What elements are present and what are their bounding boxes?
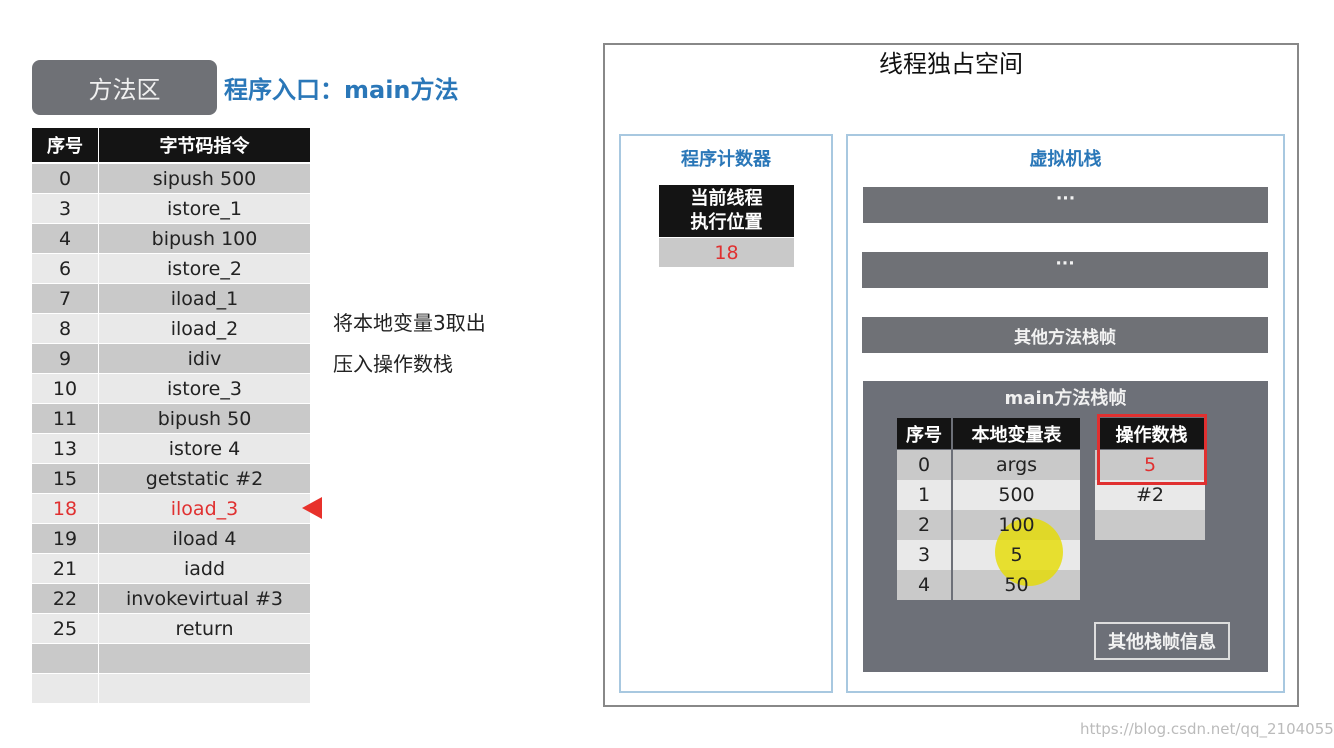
row-index: 4 xyxy=(32,224,98,253)
other-frame-info: 其他栈帧信息 xyxy=(1094,622,1230,660)
stack-frame: ··· xyxy=(863,187,1268,223)
other-method-frame: 其他方法栈帧 xyxy=(862,317,1268,353)
vm-stack-box xyxy=(846,134,1285,693)
step-note: 将本地变量3取出压入操作数栈 xyxy=(333,303,486,385)
main-frame-label: main方法栈帧 xyxy=(1004,388,1127,409)
row-index: 18 xyxy=(32,494,98,523)
row-index: 6 xyxy=(32,254,98,283)
pc-value: 18 xyxy=(659,238,794,267)
row-instruction: bipush 100 xyxy=(99,224,310,253)
row-index xyxy=(32,644,98,673)
local-index: 1 xyxy=(897,480,951,510)
current-instruction-arrow-icon xyxy=(302,497,322,519)
opstack-header: 操作数栈 xyxy=(1098,418,1205,449)
row-index: 22 xyxy=(32,584,98,613)
header-instruction: 字节码指令 xyxy=(99,128,310,162)
row-instruction xyxy=(99,674,310,703)
local-index: 0 xyxy=(897,450,951,480)
note-line: 将本地变量3取出 xyxy=(333,311,486,335)
local-index: 2 xyxy=(897,510,951,540)
local-value: 100 xyxy=(998,514,1035,536)
header-index: 序号 xyxy=(32,128,98,162)
row-instruction: return xyxy=(99,614,310,643)
row-index: 19 xyxy=(32,524,98,553)
row-instruction: iload 4 xyxy=(99,524,310,553)
pc-header: 当前线程执行位置 xyxy=(659,185,794,237)
stack-frame: ··· xyxy=(862,252,1268,288)
row-instruction: iload_1 xyxy=(99,284,310,313)
row-instruction: bipush 50 xyxy=(99,404,310,433)
watermark: https://blog.csdn.net/qq_21040559 xyxy=(1080,720,1334,738)
row-instruction: istore_2 xyxy=(99,254,310,283)
row-instruction: istore 4 xyxy=(99,434,310,463)
local-value-background xyxy=(953,450,1080,480)
row-instruction: getstatic #2 xyxy=(99,464,310,493)
local-value: 500 xyxy=(998,484,1035,506)
row-index: 25 xyxy=(32,614,98,643)
row-index: 11 xyxy=(32,404,98,433)
locals-header-index: 序号 xyxy=(897,418,951,449)
row-index: 8 xyxy=(32,314,98,343)
row-instruction: iadd xyxy=(99,554,310,583)
opstack-slot: 5 xyxy=(1095,450,1205,480)
row-index: 9 xyxy=(32,344,98,373)
row-instruction: idiv xyxy=(99,344,310,373)
row-instruction: istore_3 xyxy=(99,374,310,403)
local-index: 3 xyxy=(897,540,951,570)
row-index: 15 xyxy=(32,464,98,493)
row-index: 3 xyxy=(32,194,98,223)
row-instruction xyxy=(99,644,310,673)
entry-title: 程序入口：main方法 xyxy=(224,76,459,104)
row-index xyxy=(32,674,98,703)
row-instruction: invokevirtual #3 xyxy=(99,584,310,613)
local-value: args xyxy=(995,454,1038,476)
method-area-label: 方法区 xyxy=(32,60,217,115)
row-instruction: istore_1 xyxy=(99,194,310,223)
thread-space xyxy=(603,43,1299,707)
operand-stack-highlight xyxy=(1097,414,1207,485)
row-index: 0 xyxy=(32,164,98,193)
row-instruction: sipush 500 xyxy=(99,164,310,193)
row-index: 7 xyxy=(32,284,98,313)
local-value: 50 xyxy=(1004,574,1029,596)
row-instruction: iload_2 xyxy=(99,314,310,343)
row-index: 21 xyxy=(32,554,98,583)
local-index: 4 xyxy=(897,570,951,600)
program-counter-box xyxy=(619,134,833,693)
row-index: 13 xyxy=(32,434,98,463)
opstack-slot xyxy=(1095,510,1205,540)
pc-header-line: 执行位置 xyxy=(690,212,763,233)
local-value: 5 xyxy=(1010,544,1023,566)
thread-space-title: 线程独占空间 xyxy=(879,50,1023,78)
row-instruction: iload_3 xyxy=(99,494,310,523)
locals-header-value: 本地变量表 xyxy=(953,418,1080,449)
row-index: 10 xyxy=(32,374,98,403)
note-line: 压入操作数栈 xyxy=(333,352,453,376)
pc-header-line: 当前线程 xyxy=(690,188,763,209)
vm-stack-label: 虚拟机栈 xyxy=(1029,149,1102,170)
local-value-background xyxy=(953,480,1080,510)
program-counter-label: 程序计数器 xyxy=(681,149,771,170)
opstack-slot: #2 xyxy=(1095,480,1205,510)
